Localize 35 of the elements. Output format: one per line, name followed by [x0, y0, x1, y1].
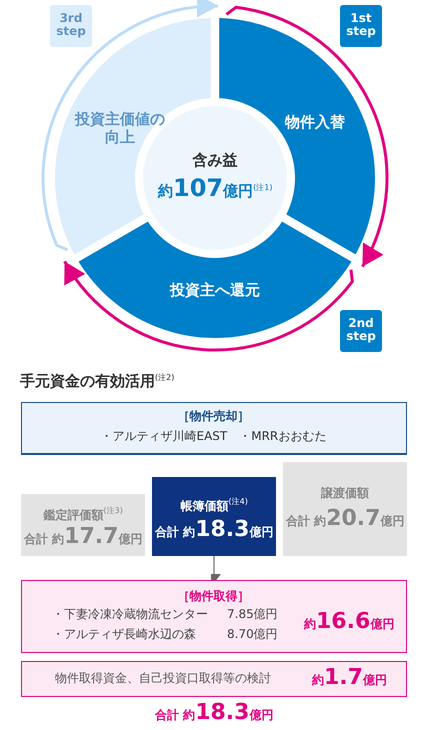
center-title: 含み益 [192, 151, 238, 169]
amount: 8.70億円 [227, 627, 278, 642]
price-title: 譲渡価額 [321, 486, 369, 500]
step-badge: 2nd step [340, 310, 382, 352]
price-value: 合計 約20.7億円 [286, 506, 404, 532]
property-name: ・下妻冷凍冷蔵物流センター [52, 607, 208, 622]
property-name: ・アルティザ長崎水辺の森 [52, 627, 196, 642]
step-badge: 1st step [340, 5, 382, 47]
segment-label: 投資主価値の向上 [74, 110, 166, 146]
arrow [63, 260, 354, 352]
price-box [21, 494, 145, 556]
arrow [226, 6, 388, 268]
total-amount: 合計 約18.3億円 [155, 700, 274, 726]
arrow [42, 0, 218, 252]
total-amount: 約16.6億円 [304, 609, 394, 636]
property-list: ・アルティザ川崎EAST ・MRRおおむた [100, 429, 326, 444]
box-heading: ［物件取得］ [178, 589, 250, 604]
price-title: 帳簿価額$^{(注4)}$ [180, 497, 248, 514]
price-value: 合計 約17.7億円 [24, 524, 142, 550]
box-heading: ［物件売却］ [178, 409, 250, 424]
info-box [21, 402, 407, 455]
price-box [152, 477, 276, 556]
step-badge: 3rd step [50, 5, 92, 47]
amount: 7.85億円 [227, 607, 278, 622]
segment-label: 物件入替 [285, 113, 345, 131]
info-box [21, 580, 407, 653]
note-text: 物件取得資金、自己投資口取得等の検討 [55, 671, 271, 686]
price-value: 合計 約18.3億円 [155, 517, 274, 544]
info-box [21, 661, 407, 697]
segment-label: 投資主へ還元 [170, 281, 260, 299]
price-title: 鑑定評価額$^{(注3)}$ [44, 506, 123, 522]
total-amount: 約1.7億円 [312, 665, 387, 692]
price-box [283, 462, 407, 556]
section-heading: 手元資金の有効活用$^{(注2)}$ [20, 372, 174, 390]
center-value: 約107億円$^{(注1)}$ [158, 174, 272, 203]
